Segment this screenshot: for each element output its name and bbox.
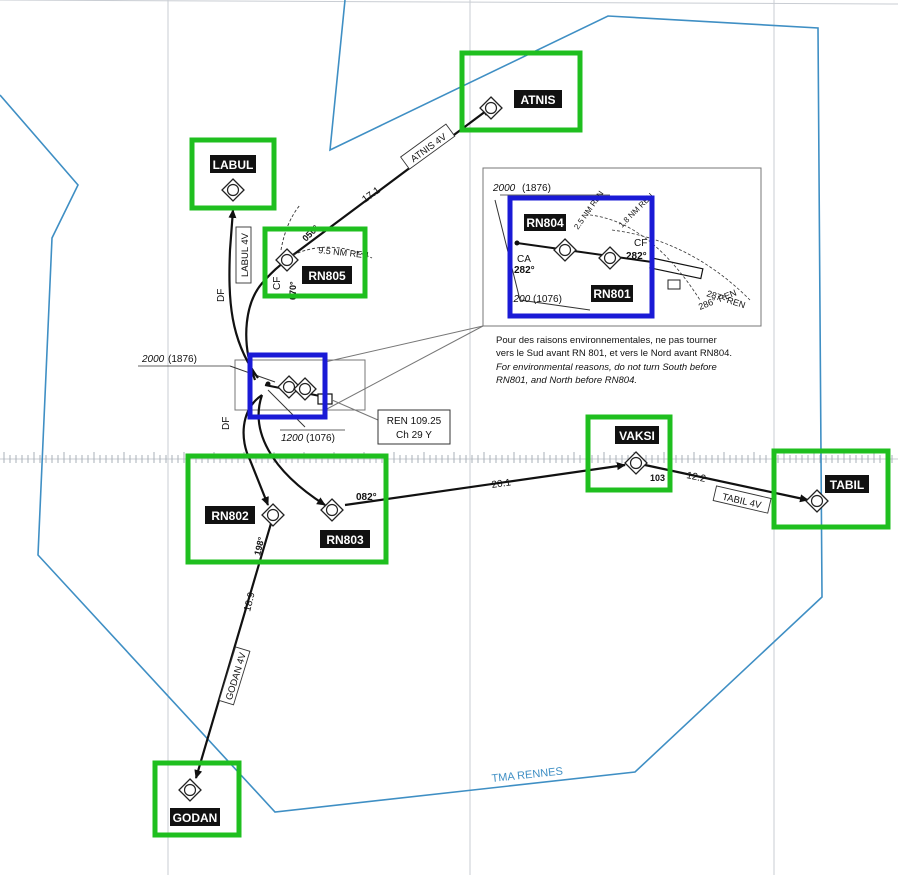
navaid-box: REN 109.25 Ch 29 Y (377, 409, 451, 445)
svg-text:RN804: RN804 (526, 216, 564, 230)
distance-tabil: 12.2 (685, 470, 707, 485)
wpt-fix-atnis (479, 96, 503, 120)
wpt-label-rn802: RN802 (205, 506, 255, 524)
distance-vaksi: 20.1 (491, 477, 512, 491)
cf-label: CF (272, 277, 283, 290)
svg-text:RN805: RN805 (308, 269, 346, 283)
highlight-tabil (771, 448, 891, 530)
svg-text:LABUL: LABUL (213, 158, 254, 172)
distance-godan: 18.9 (242, 591, 257, 613)
note-en-line1: For environmental reasons, do not turn S… (496, 362, 717, 373)
tick-scale (3, 452, 893, 463)
highlight-labul (189, 137, 277, 211)
wpt-label-rn803: RN803 (320, 530, 370, 548)
note-en-line2: RN801, and North before RN804. (496, 375, 637, 386)
heading-rn803: 082° (356, 492, 377, 503)
highlight-atnis (459, 50, 583, 133)
highlight-rn802-rn803 (185, 453, 389, 565)
svg-text:LABUL 4V: LABUL 4V (240, 232, 251, 277)
inset-wpt-rn804: RN804 (524, 214, 566, 231)
svg-text:Ch 29 Y: Ch 29 Y (396, 430, 432, 441)
heading-rn805-b: 070° (288, 281, 298, 300)
inset-alt-upper-msl: (1876) (522, 183, 551, 194)
highlight-vaksi (585, 414, 673, 493)
svg-text:REN 109.25: REN 109.25 (387, 416, 442, 427)
wpt-fix-rn803 (320, 498, 344, 522)
inset-wpt-rn801: RN801 (591, 285, 633, 302)
main-alt-lower: 1200 (281, 433, 304, 444)
svg-text:VAKSI: VAKSI (619, 429, 655, 443)
wpt-fix-godan (178, 778, 202, 802)
wpt-label-labul: LABUL (210, 155, 256, 173)
wpt-fix-tabil (805, 489, 829, 513)
inset-ca-label: CA (517, 254, 531, 265)
wpt-label-godan: GODAN (170, 808, 220, 826)
wpt-label-atnis: ATNIS (514, 90, 562, 108)
note-fr-line1: Pour des raisons environnementales, ne p… (496, 335, 717, 346)
svg-text:RN801: RN801 (593, 287, 631, 301)
inset-alt-upper: 2000 (492, 183, 516, 194)
note-fr-line2: vers le Sud avant RN 801, et vers le Nor… (496, 348, 732, 359)
route-label-godan: GODAN 4V (218, 646, 251, 706)
tma-boundary (0, 0, 823, 813)
svg-text:RN802: RN802 (211, 509, 249, 523)
highlight-rn805 (262, 226, 368, 299)
wpt-fix-labul (221, 178, 245, 202)
heading-rn805-a: 050° (300, 223, 321, 244)
df-lower-label: DF (221, 417, 232, 430)
df-upper-label: DF (216, 289, 227, 302)
wpt-label-vaksi: VAKSI (615, 426, 659, 444)
arc-rn805-label: 9.5 NM REN (318, 245, 369, 260)
main-alt-lower-msl: (1076) (306, 433, 335, 444)
route-label-atnis: ATNIS 4V (400, 123, 456, 170)
highlight-airport (247, 352, 328, 420)
inset-panel (324, 167, 762, 411)
svg-text:GODAN: GODAN (173, 811, 218, 825)
main-alt-upper: 2000 (141, 354, 165, 365)
heading-rn802: 198° (252, 536, 266, 557)
inset-cf-label: CF (634, 238, 647, 249)
route-label-labul: LABUL 4V (235, 226, 252, 284)
inset-ca-heading: 282° (514, 265, 535, 276)
highlight-boxes (152, 50, 891, 838)
inset-cf-heading: 282° (626, 251, 647, 262)
highlight-inset-rn804-rn801 (507, 195, 655, 319)
main-alt-upper-msl: (1876) (168, 354, 197, 365)
svg-text:ATNIS: ATNIS (520, 93, 555, 107)
wpt-label-rn805: RN805 (302, 266, 352, 284)
heading-vaksi: 103 (650, 473, 665, 483)
svg-text:TABIL: TABIL (830, 478, 864, 492)
wpt-fix-rn802 (261, 503, 285, 527)
highlight-godan (152, 760, 242, 838)
distance-atnis: 17.1 (360, 185, 383, 206)
wpt-fix-rn805 (275, 248, 299, 272)
inset-alt-lower-msl: (1076) (533, 294, 562, 305)
inset-alt-lower: 1200 (508, 294, 531, 305)
wpt-label-tabil: TABIL (825, 475, 869, 493)
tma-label: TMA RENNES (491, 766, 563, 785)
svg-text:RN803: RN803 (326, 533, 364, 547)
